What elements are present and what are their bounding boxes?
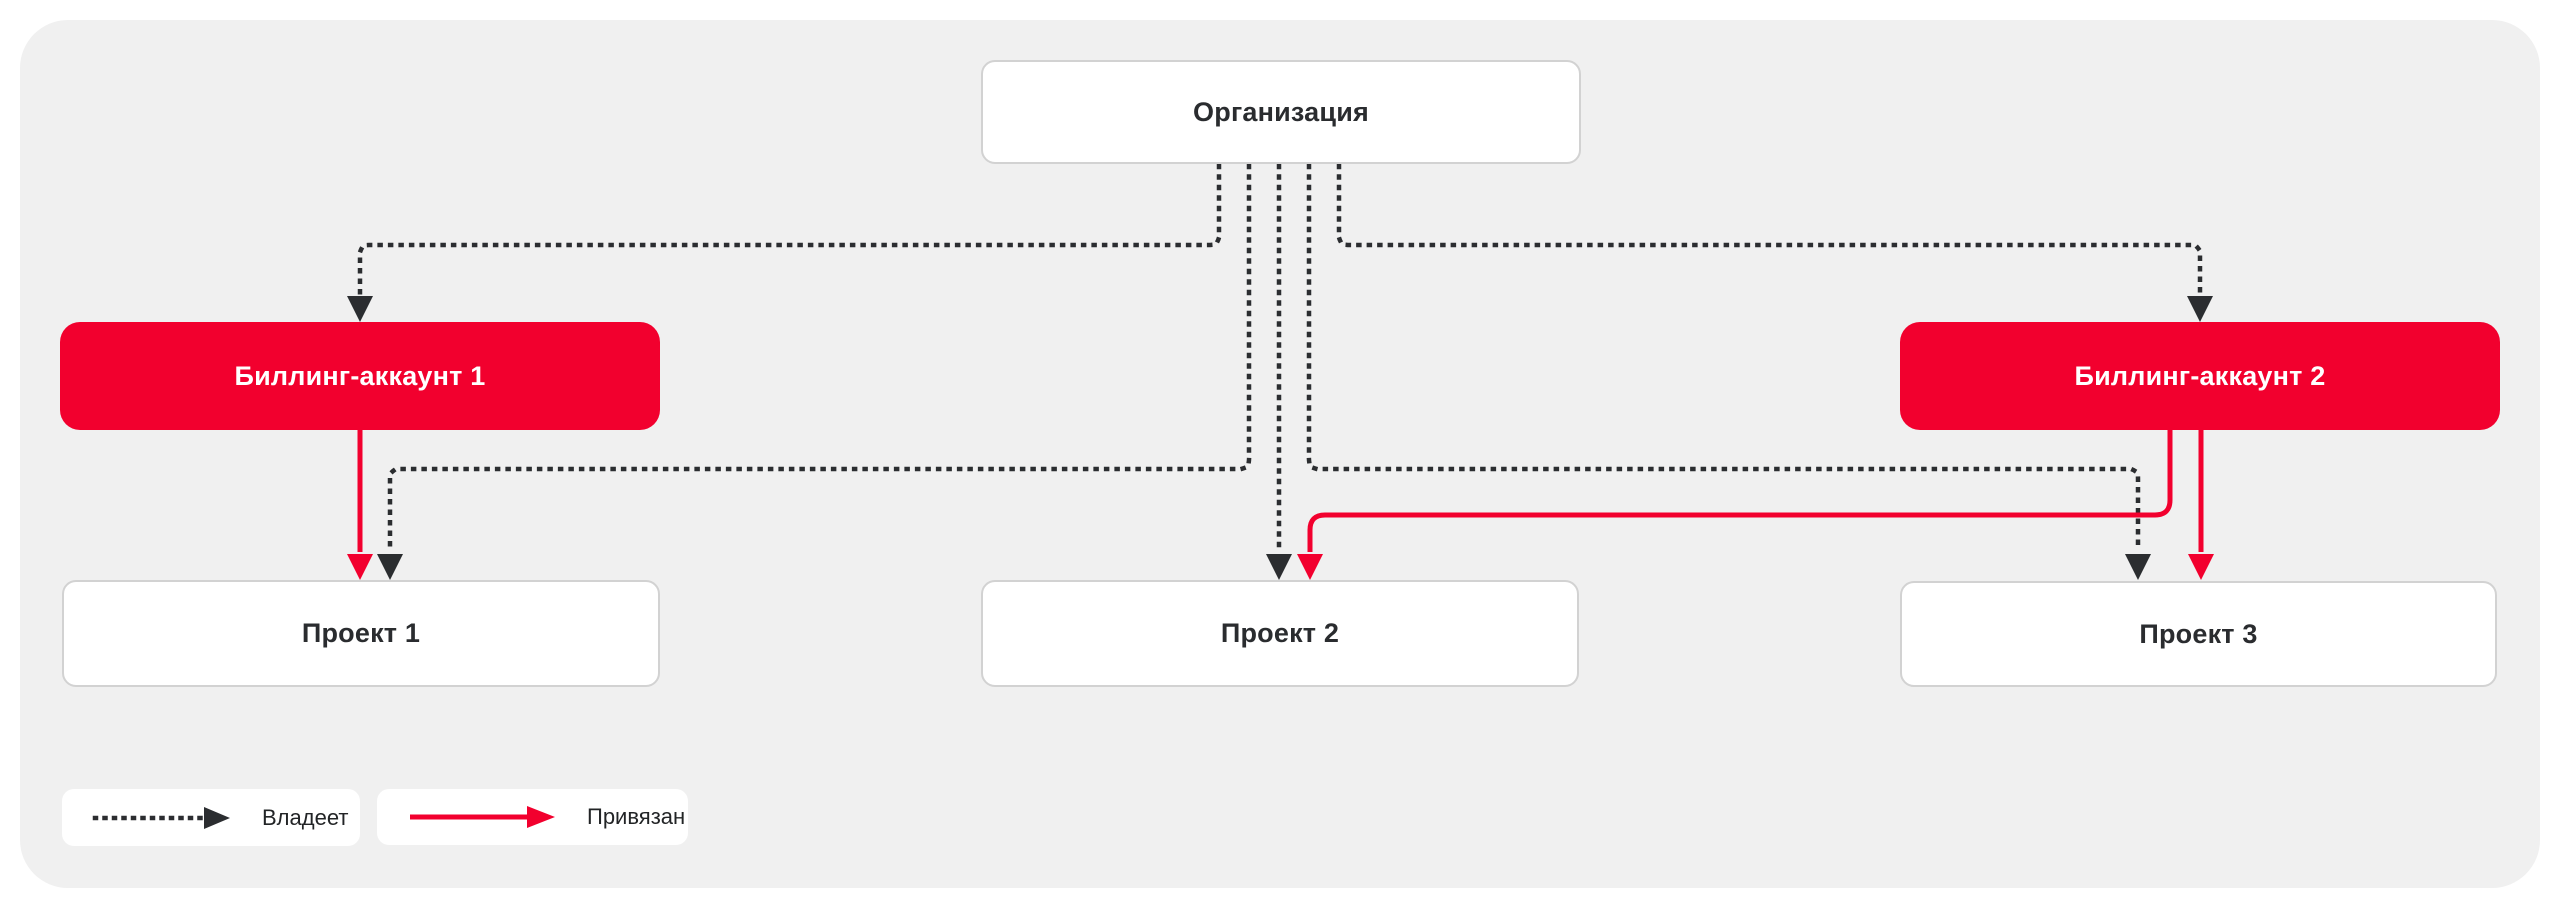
billing-account-2-node: Биллинг-аккаунт 2 [1900, 322, 2500, 430]
project-2-label: Проект 2 [1220, 618, 1340, 648]
project-2-node: Проект 2 [981, 580, 1579, 687]
legend-linked-label: Привязан [587, 804, 686, 829]
project-1-label: Проект 1 [301, 618, 421, 648]
billing-account-1-label: Биллинг-аккаунт 1 [234, 360, 486, 391]
legend-owns-label: Владеет [262, 804, 349, 830]
legend-linked: Привязан [377, 789, 688, 845]
billing-account-2-label: Биллинг-аккаунт 2 [2074, 360, 2326, 391]
organization-label: Организация [1193, 96, 1369, 127]
billing-account-1-node: Биллинг-аккаунт 1 [60, 322, 660, 430]
organization-node: Организация [981, 60, 1581, 164]
project-3-label: Проект 3 [2139, 618, 2258, 649]
legend-owns: Владеет [62, 789, 360, 846]
project-3-node: Проект 3 [1900, 581, 2497, 687]
project-1-node: Проект 1 [62, 580, 660, 687]
linked-solid-arrow-icon [410, 806, 555, 828]
owns-dotted-arrow-icon [92, 806, 230, 829]
